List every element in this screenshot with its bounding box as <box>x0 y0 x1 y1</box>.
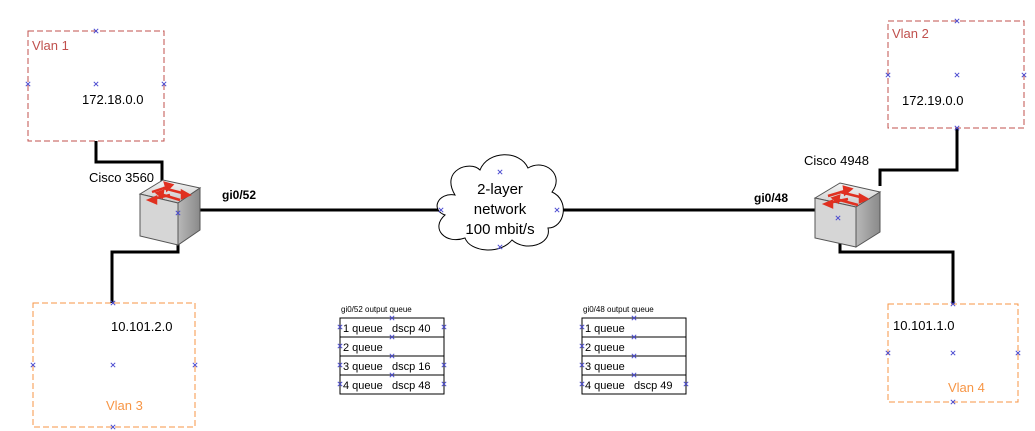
cloud-line-3: 100 mbit/s <box>465 221 534 238</box>
connection-point-marker <box>110 300 116 306</box>
vlan2-name: Vlan 2 <box>892 26 929 41</box>
connection-point-marker <box>389 353 395 359</box>
connection-point-marker <box>579 362 585 368</box>
switch-left: Cisco 3560 gi0/52 <box>89 170 256 246</box>
cloud-line-1: 2-layer <box>477 181 523 198</box>
connection-point-marker <box>337 343 343 349</box>
connection-point-marker <box>93 81 99 87</box>
connection-point-marker <box>950 301 956 307</box>
connection-point-marker <box>337 362 343 368</box>
connection-point-marker <box>954 125 960 131</box>
connection-point-marker <box>93 28 99 34</box>
link-switch-right-vlan4 <box>838 240 955 304</box>
switch-left-port: gi0/52 <box>222 188 256 202</box>
connection-point-marker <box>554 207 560 213</box>
switch-right-port: gi0/48 <box>754 191 788 205</box>
vlan3-subnet: 10.101.2.0 <box>111 319 172 334</box>
connection-point-marker <box>950 350 956 356</box>
connection-point-marker <box>110 362 116 368</box>
connection-point-marker <box>1021 72 1027 78</box>
queue-table-right-title: gi0/48 output queue <box>583 305 654 314</box>
connection-point-marker <box>631 334 637 340</box>
queue-table-left: gi0/52 output queue 1 queue dscp 40 2 qu… <box>339 305 445 395</box>
queue-left-row-4-label: 4 queue <box>343 380 383 392</box>
link-vlan1-switch-left <box>94 141 164 186</box>
queue-left-row-2-label: 2 queue <box>343 342 383 354</box>
queue-table-left-title: gi0/52 output queue <box>341 305 412 314</box>
connection-point-marker <box>25 81 31 87</box>
connection-point-marker <box>631 315 637 321</box>
connection-point-marker <box>835 215 841 221</box>
connection-point-marker <box>954 18 960 24</box>
connection-point-marker <box>192 362 198 368</box>
connection-point-marker <box>1015 350 1021 356</box>
cloud-line-2: network <box>474 201 527 218</box>
vlan4-subnet: 10.101.1.0 <box>893 318 954 333</box>
connection-markers <box>25 18 1027 430</box>
vlan3-box: 10.101.2.0 Vlan 3 <box>32 302 196 428</box>
connection-point-marker <box>497 244 503 250</box>
queue-right-row-4-label: 4 queue <box>585 380 625 392</box>
connection-point-marker <box>954 72 960 78</box>
connection-point-marker <box>497 169 503 175</box>
connection-point-marker <box>579 343 585 349</box>
connection-point-marker <box>579 324 585 330</box>
switch-left-model: Cisco 3560 <box>89 170 154 185</box>
queue-left-row-1-dscp: dscp 40 <box>392 323 431 335</box>
switch-right-model: Cisco 4948 <box>804 153 869 168</box>
connection-point-marker <box>175 210 181 216</box>
switch-icon <box>813 182 882 248</box>
connection-point-marker <box>885 72 891 78</box>
switch-icon <box>138 179 202 246</box>
connection-point-marker <box>389 315 395 321</box>
queue-right-row-3-label: 3 queue <box>585 361 625 373</box>
network-cloud: 2-layer network 100 mbit/s <box>436 154 564 251</box>
connection-point-marker <box>579 381 585 387</box>
vlan1-subnet: 172.18.0.0 <box>82 92 143 107</box>
link-vlan2-switch-right <box>878 128 959 186</box>
connection-point-marker <box>389 334 395 340</box>
connection-point-marker <box>389 372 395 378</box>
connection-point-marker <box>885 350 891 356</box>
queue-right-row-2-label: 2 queue <box>585 342 625 354</box>
connection-point-marker <box>441 324 447 330</box>
connection-point-marker <box>631 372 637 378</box>
connection-point-marker <box>337 381 343 387</box>
connection-point-marker <box>441 362 447 368</box>
queue-left-row-3-dscp: dscp 16 <box>392 361 431 373</box>
vlan4-name: Vlan 4 <box>948 380 985 395</box>
queue-left-row-3-label: 3 queue <box>343 361 383 373</box>
connection-point-marker <box>110 424 116 430</box>
vlan1-box: Vlan 1 172.18.0.0 <box>27 30 165 142</box>
connection-point-marker <box>950 399 956 405</box>
vlan2-subnet: 172.19.0.0 <box>902 93 963 108</box>
connection-point-marker <box>337 324 343 330</box>
queue-left-row-4-dscp: dscp 48 <box>392 380 431 392</box>
queue-right-row-4-dscp: dscp 49 <box>634 380 673 392</box>
connection-point-marker <box>30 362 36 368</box>
connection-point-marker <box>438 207 444 213</box>
queue-left-row-1-label: 1 queue <box>343 323 383 335</box>
connection-point-marker <box>441 381 447 387</box>
queue-right-row-1-label: 1 queue <box>585 323 625 335</box>
switch-right: Cisco 4948 gi0/48 <box>754 153 882 248</box>
links <box>94 128 959 304</box>
connection-point-marker <box>683 381 689 387</box>
vlan3-name: Vlan 3 <box>106 398 143 413</box>
connection-point-marker <box>631 353 637 359</box>
vlan1-name: Vlan 1 <box>32 38 69 53</box>
connection-point-marker <box>161 81 167 87</box>
